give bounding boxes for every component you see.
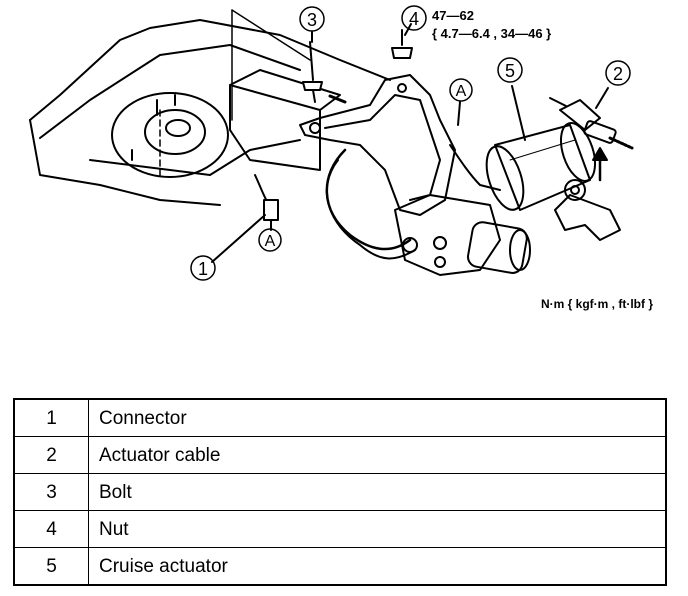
strut-mount-inner — [144, 109, 206, 155]
sensor-wire — [449, 144, 501, 191]
actuator-cylinder-front — [485, 145, 525, 211]
callout-connection-a-lower: A — [265, 233, 276, 250]
actuator-cylinder-rear — [559, 122, 597, 182]
panel-lower-edge — [89, 139, 301, 176]
callout-bolt: 3 — [307, 10, 317, 30]
pump-fitting-1 — [402, 237, 418, 253]
callout-nut: 4 — [409, 9, 419, 29]
callout-connection-a-upper: A — [456, 83, 467, 100]
part-name: Actuator cable — [88, 436, 667, 474]
nut-shape — [391, 47, 413, 59]
connector-body — [263, 199, 279, 221]
small-screw — [328, 94, 347, 104]
callout-circle-connector — [190, 255, 216, 281]
leader-cruise-actuator — [511, 85, 526, 141]
cable-end — [559, 99, 601, 131]
bracket-hole-top — [397, 83, 407, 93]
cable-fitting — [583, 120, 617, 144]
mounting-bracket — [299, 74, 456, 216]
guide-line-3 — [231, 9, 311, 61]
table-row: 5 Cruise actuator — [13, 547, 667, 586]
leader-connection-a-upper — [457, 101, 461, 126]
actuator-pulley — [564, 179, 586, 201]
part-number: 1 — [13, 398, 89, 437]
table-row: 4 Nut — [13, 510, 667, 548]
fender-line — [29, 119, 221, 206]
part-number: 2 — [13, 436, 89, 474]
part-name: Connector — [88, 398, 667, 437]
strut-mount-outer — [111, 92, 229, 178]
pump-fitting-3 — [434, 256, 446, 268]
callout-circle-actuator-cable — [605, 60, 631, 86]
vacuum-hose-2 — [325, 159, 416, 260]
pump-motor — [467, 221, 528, 274]
units-label: N·m { kgf·m , ft·lbf } — [541, 297, 653, 311]
body-panel-edge — [39, 44, 301, 139]
pump-fitting-2 — [433, 236, 447, 250]
callout-circle-cruise-actuator — [497, 57, 523, 83]
table-row: 3 Bolt — [13, 473, 667, 511]
callout-cruise-actuator: 5 — [505, 61, 515, 81]
callout-actuator-cable: 2 — [613, 64, 623, 84]
leader-actuator-cable — [595, 87, 609, 109]
leader-connector — [211, 214, 266, 263]
bracket-hole-left — [309, 122, 321, 134]
cable-thread — [608, 136, 634, 150]
strut-mount-center — [165, 119, 191, 137]
part-name: Cruise actuator — [88, 547, 667, 586]
cable-bracket — [554, 194, 621, 241]
parts-legend-table: 1 Connector 2 Actuator cable 3 Bolt 4 Nu… — [13, 398, 667, 586]
torque-nm: 47—62 — [432, 8, 474, 23]
pump-motor-end — [509, 229, 531, 271]
part-name: Nut — [88, 510, 667, 548]
leader-nut — [404, 23, 412, 36]
part-number: 5 — [13, 547, 89, 586]
part-number: 3 — [13, 473, 89, 511]
support-box-top — [229, 69, 341, 111]
torque-alt: { 4.7—6.4 , 34—46 } — [432, 26, 551, 41]
cruise-actuator-diagram: 1 2 5 3 4 A A 47—62 { 4.7—6.4 , 34—46 } … — [29, 5, 653, 311]
body-panel-outline — [29, 19, 391, 121]
callout-circle-a-upper — [449, 78, 473, 102]
part-number: 4 — [13, 510, 89, 548]
part-name: Bolt — [88, 473, 667, 511]
cable-pin — [549, 97, 567, 107]
table-row: 1 Connector — [13, 398, 667, 437]
arrow-head — [592, 147, 608, 161]
bolt-head — [302, 81, 323, 91]
table-row: 2 Actuator cable — [13, 436, 667, 474]
bolt-stem — [309, 41, 314, 81]
pump-housing — [394, 194, 501, 276]
callout-connector: 1 — [198, 259, 208, 279]
callout-circle-bolt — [299, 6, 325, 32]
support-box — [229, 84, 321, 171]
callout-circle-nut — [401, 5, 427, 31]
callout-circle-a-lower — [258, 228, 282, 252]
vacuum-hose-1 — [325, 148, 412, 251]
